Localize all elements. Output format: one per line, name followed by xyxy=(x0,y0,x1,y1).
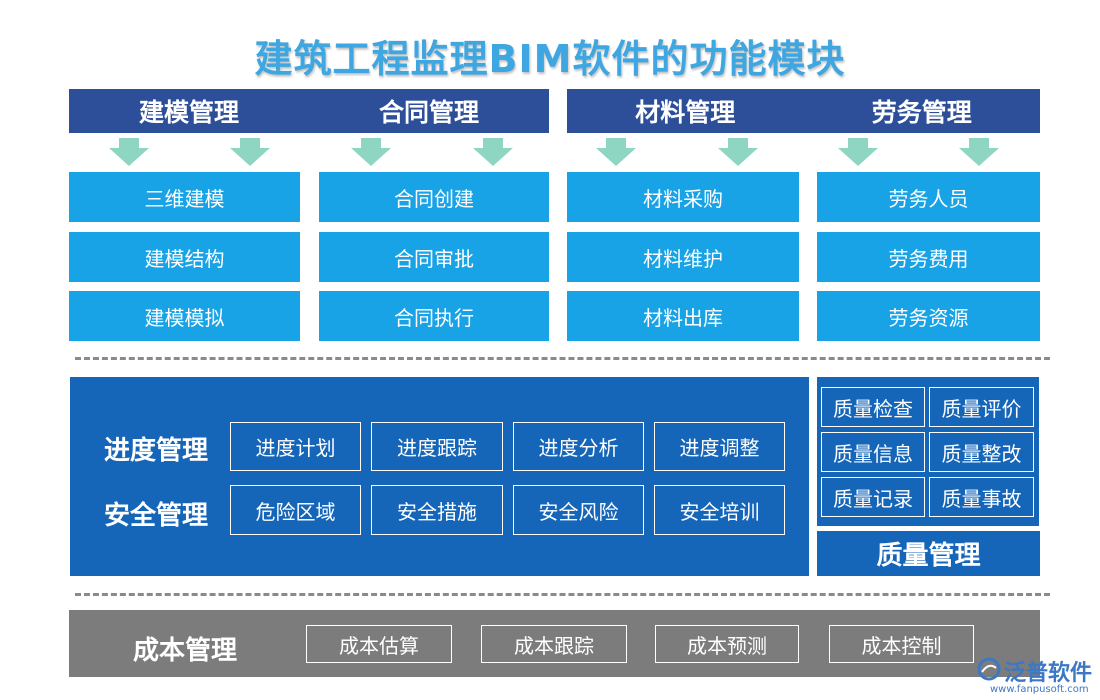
down-arrow-icon xyxy=(838,138,878,166)
cost-item: 成本估算 xyxy=(306,625,452,663)
module-item: 合同创建 xyxy=(319,172,549,222)
module-item: 材料出库 xyxy=(567,291,799,341)
module-item: 劳务费用 xyxy=(817,232,1040,282)
module-item: 合同审批 xyxy=(319,232,549,282)
module-header-modeling: 建模管理 xyxy=(138,98,239,127)
cost-item: 成本跟踪 xyxy=(481,625,627,663)
down-arrow-icon xyxy=(596,138,636,166)
schedule-label: 进度管理 xyxy=(104,436,209,466)
quality-item: 质量检查 xyxy=(821,387,925,427)
schedule-safety-panel xyxy=(70,377,809,576)
divider xyxy=(75,357,1050,360)
module-header-material: 材料管理 xyxy=(635,98,736,127)
safety-item: 安全措施 xyxy=(371,485,503,535)
down-arrow-icon xyxy=(351,138,391,166)
safety-item: 安全风险 xyxy=(513,485,644,535)
quality-item: 质量事故 xyxy=(929,477,1034,517)
module-item: 三维建模 xyxy=(69,172,300,222)
quality-item: 质量信息 xyxy=(821,432,925,472)
schedule-item: 进度分析 xyxy=(513,422,644,471)
module-item: 材料维护 xyxy=(567,232,799,282)
safety-item: 危险区域 xyxy=(230,485,361,535)
header-bar-right: 材料管理 劳务管理 xyxy=(567,89,1040,133)
logo-name: 泛普软件 xyxy=(1004,661,1093,686)
cost-item: 成本控制 xyxy=(829,625,974,663)
module-item: 合同执行 xyxy=(319,291,549,341)
down-arrow-icon xyxy=(959,138,999,166)
logo-url: www.fanpusoft.com xyxy=(990,684,1089,695)
down-arrow-icon xyxy=(718,138,758,166)
cost-label: 成本管理 xyxy=(133,636,238,666)
quality-items-panel xyxy=(817,377,1039,526)
module-item: 劳务人员 xyxy=(817,172,1040,222)
quality-item: 质量评价 xyxy=(929,387,1034,427)
module-header-labor: 劳务管理 xyxy=(871,98,972,127)
schedule-item: 进度计划 xyxy=(230,422,361,471)
safety-item: 安全培训 xyxy=(654,485,785,535)
divider xyxy=(75,593,1050,596)
module-header-contract: 合同管理 xyxy=(378,98,479,127)
schedule-item: 进度跟踪 xyxy=(371,422,503,471)
fanpu-logo-icon xyxy=(976,656,1002,682)
quality-item: 质量整改 xyxy=(929,432,1034,472)
down-arrow-icon xyxy=(230,138,270,166)
module-item: 建模模拟 xyxy=(69,291,300,341)
quality-label: 质量管理 xyxy=(876,541,981,571)
quality-label-panel: 质量管理 xyxy=(817,531,1040,576)
header-bar-left: 建模管理 合同管理 xyxy=(69,89,549,133)
cost-panel xyxy=(69,610,1040,677)
down-arrow-icon xyxy=(473,138,513,166)
quality-item: 质量记录 xyxy=(821,477,925,517)
module-item: 建模结构 xyxy=(69,232,300,282)
down-arrow-icon xyxy=(109,138,149,166)
page-title: 建筑工程监理BIM软件的功能模块 xyxy=(254,37,846,81)
cost-item: 成本预测 xyxy=(655,625,799,663)
module-item: 劳务资源 xyxy=(817,291,1040,341)
safety-label: 安全管理 xyxy=(104,501,209,531)
module-item: 材料采购 xyxy=(567,172,799,222)
schedule-item: 进度调整 xyxy=(654,422,785,471)
